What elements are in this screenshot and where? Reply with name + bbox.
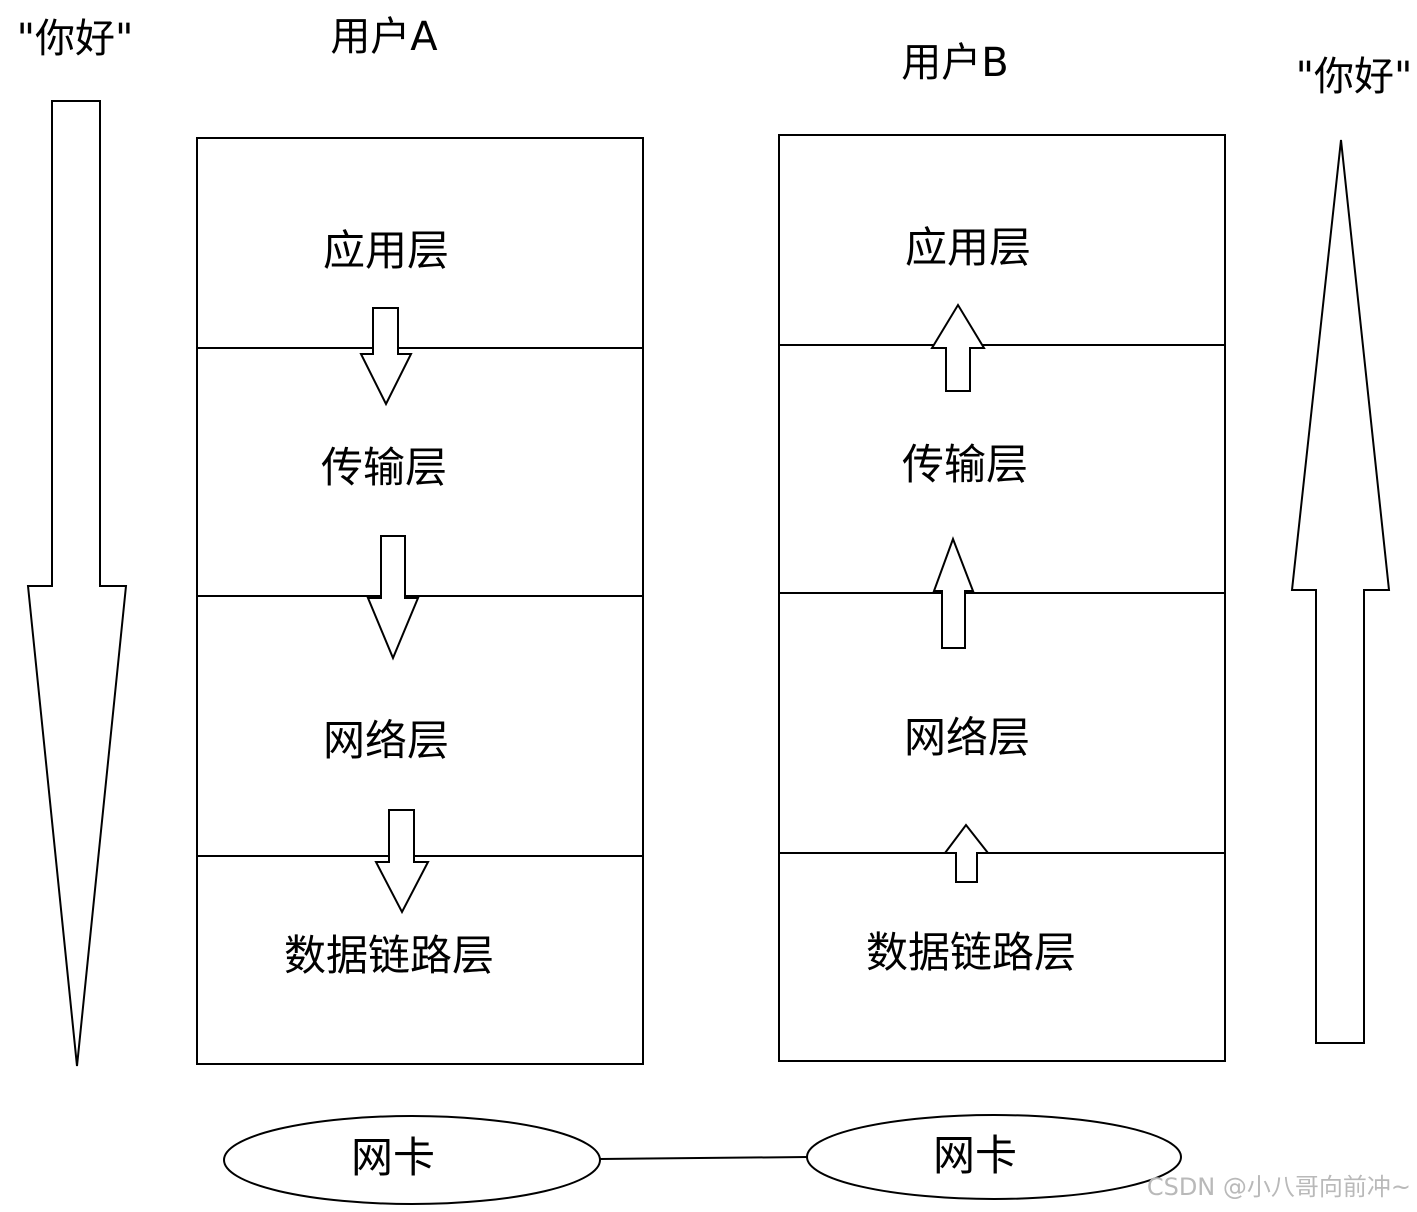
up-arrow bbox=[932, 536, 975, 649]
big-down-arrow bbox=[26, 100, 128, 1067]
right-arrow-label: "你好" bbox=[1296, 54, 1413, 100]
user-b-network-layer: 网络层 bbox=[904, 713, 1030, 762]
nic-a-ellipse bbox=[223, 1115, 601, 1205]
user-b-transport-layer: 传输层 bbox=[902, 440, 1028, 489]
user-a-title: 用户A bbox=[330, 14, 438, 60]
nic-link bbox=[599, 1156, 809, 1160]
nic-b-ellipse bbox=[806, 1114, 1182, 1200]
nic-a-label: 网卡 bbox=[351, 1133, 435, 1182]
left-arrow-label: "你好" bbox=[17, 16, 134, 62]
user-a-data-link-layer: 数据链路层 bbox=[284, 931, 494, 980]
user-a-application-layer: 应用层 bbox=[323, 226, 449, 275]
user-b-stack: 应用层 传输层 网络层 数据链路层 bbox=[778, 134, 1226, 1062]
user-a-network-layer: 网络层 bbox=[323, 716, 449, 765]
up-arrow bbox=[930, 303, 986, 392]
down-arrow bbox=[366, 535, 420, 661]
up-arrow bbox=[943, 823, 991, 883]
user-b-title: 用户B bbox=[901, 40, 1008, 86]
user-b-application-layer: 应用层 bbox=[905, 223, 1031, 272]
user-b-data-link-layer: 数据链路层 bbox=[866, 928, 1076, 977]
nic-b-label: 网卡 bbox=[933, 1131, 1017, 1180]
watermark-text: CSDN @小八哥向前冲~ bbox=[1147, 1173, 1411, 1201]
user-a-transport-layer: 传输层 bbox=[321, 443, 447, 492]
down-arrow bbox=[359, 307, 413, 407]
big-up-arrow bbox=[1290, 139, 1391, 1044]
down-arrow bbox=[374, 809, 430, 915]
user-a-stack-box bbox=[196, 137, 644, 1065]
user-a-stack: 应用层 传输层 网络层 数据链路层 bbox=[196, 137, 644, 1065]
user-b-stack-box bbox=[778, 134, 1226, 1062]
